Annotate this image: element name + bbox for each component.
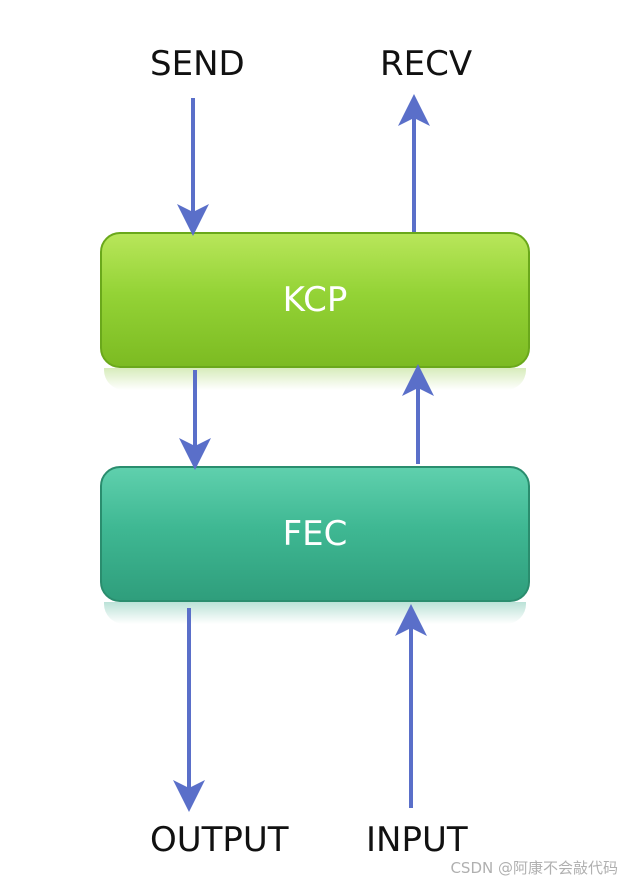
watermark-text: CSDN @阿康不会敲代码 — [450, 859, 618, 877]
send-label: SEND — [150, 44, 245, 84]
fec-box: FEC — [100, 466, 530, 602]
output-label: OUTPUT — [150, 820, 289, 860]
fec-label: FEC — [282, 514, 348, 554]
kcp-box: KCP — [100, 232, 530, 368]
input-label: INPUT — [366, 820, 468, 860]
kcp-label: KCP — [282, 280, 348, 320]
recv-label: RECV — [380, 44, 473, 84]
